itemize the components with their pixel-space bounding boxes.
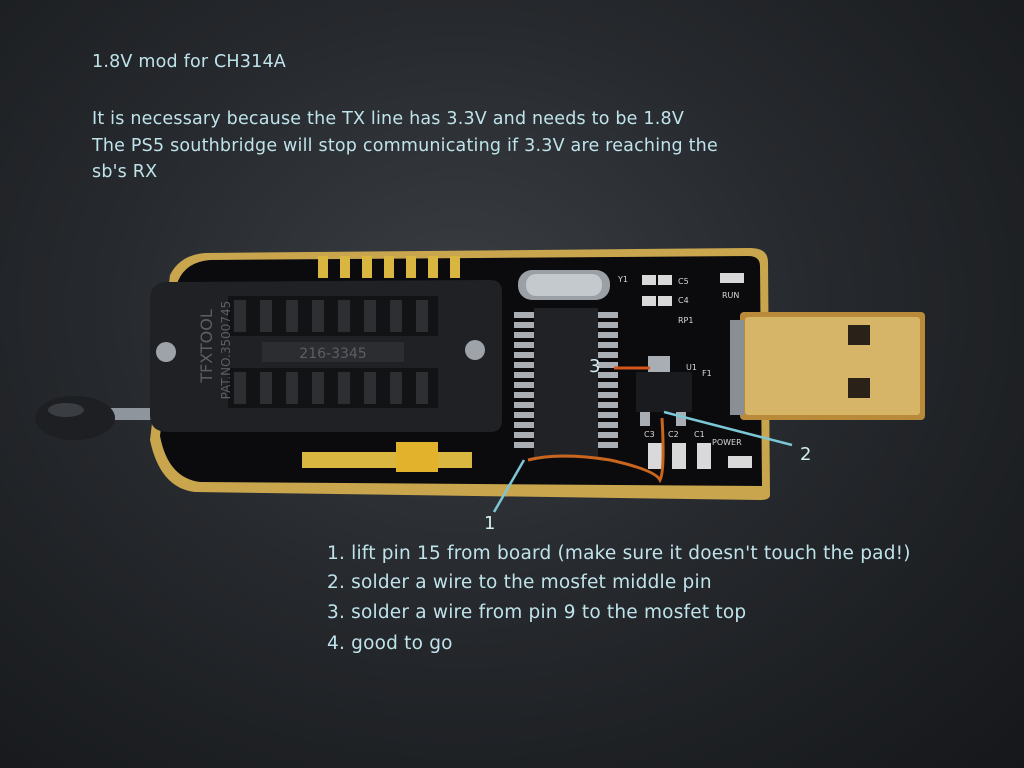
silk-f1: F1 (702, 369, 712, 378)
intro-title: 1.8V mod for CH314A (92, 52, 286, 72)
zif-socket: TFXTOOL PAT.NO.3500745 216-3345 (150, 280, 502, 432)
silk-power: POWER (712, 438, 742, 447)
ch341a-chip (514, 308, 618, 458)
mod-wire-pin15 (527, 417, 665, 484)
silk-c5: C5 (678, 277, 689, 286)
silk-c2: C2 (668, 430, 679, 439)
callout-3: 3 (589, 356, 601, 377)
silk-c1: C1 (694, 430, 705, 439)
leader-line-1 (492, 459, 526, 513)
intro-line-1: It is necessary because the TX line has … (92, 109, 685, 129)
silk-c4: C4 (678, 296, 689, 305)
leader-line-2 (663, 410, 793, 447)
mosfet-u1 (636, 356, 692, 426)
silk-u1: U1 (686, 363, 697, 372)
step-1: 1. lift pin 15 from board (make sure it … (327, 543, 911, 564)
socket-brand-label: TFXTOOL (197, 309, 216, 384)
step-3: 3. solder a wire from pin 9 to the mosfe… (327, 602, 747, 623)
crystal-y1 (518, 270, 610, 300)
socket-patent-label: PAT.NO.3500745 (219, 301, 233, 400)
step-4: 4. good to go (327, 633, 453, 654)
step-2: 2. solder a wire to the mosfet middle pi… (327, 572, 712, 593)
silkscreen: Y1 C5 C4 RUN RP1 U1 F1 C3 C2 C1 POWER (617, 275, 742, 447)
header-pins-top (318, 256, 460, 278)
silk-c3: C3 (644, 430, 655, 439)
silk-run: RUN (722, 291, 739, 300)
intro-line-2: The PS5 southbridge will stop communicat… (92, 136, 718, 156)
socket-part-label: 216-3345 (299, 346, 366, 362)
silk-y1: Y1 (617, 275, 628, 284)
callout-2: 2 (800, 444, 812, 465)
header-pins-bottom (302, 442, 472, 472)
smd-components (642, 273, 752, 469)
callout-1: 1 (484, 513, 496, 534)
intro-line-3: sb's RX (92, 162, 158, 182)
usb-connector (730, 312, 925, 420)
silk-rp1: RP1 (678, 316, 693, 325)
